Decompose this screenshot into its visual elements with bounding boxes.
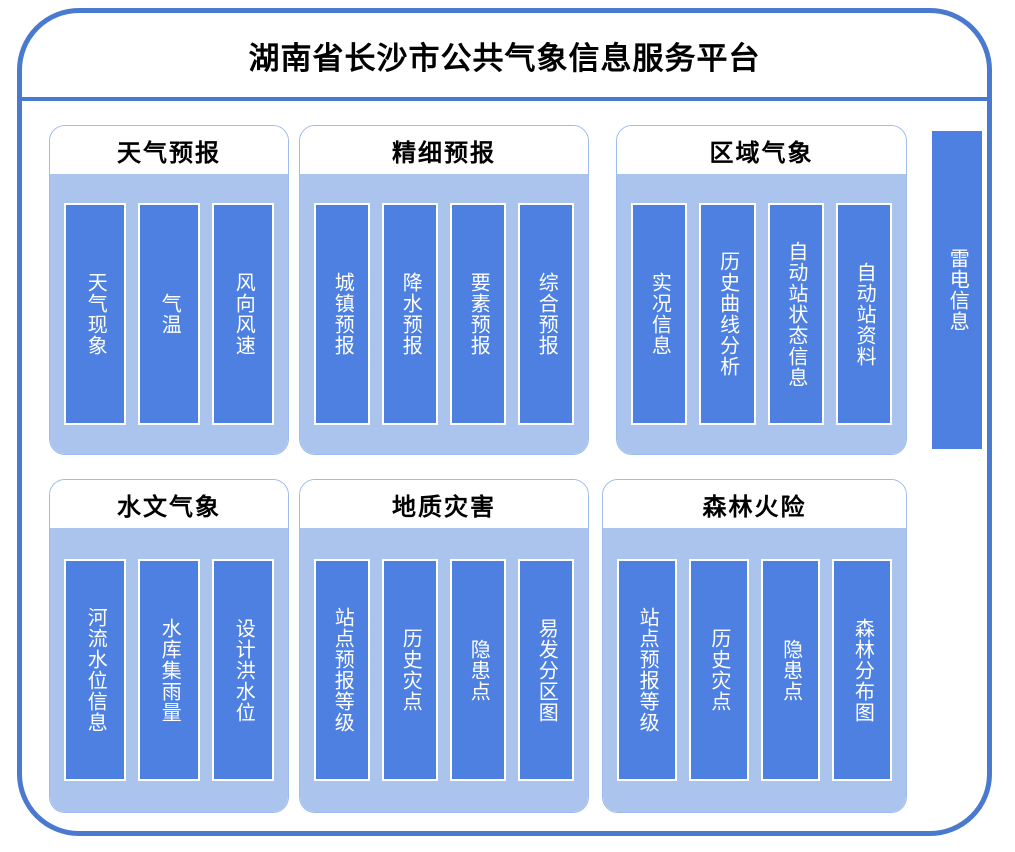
module-item-hazard-points[interactable]: 隐患点: [760, 559, 821, 781]
module-item-town-forecast[interactable]: 城镇预报: [314, 203, 370, 425]
page-title: 湖南省长沙市公共气象信息服务平台: [248, 40, 761, 76]
module-item-comprehensive-forecast[interactable]: 综合预报: [518, 203, 574, 425]
group-header-fine-forecast: 精细预报: [300, 126, 588, 174]
group-title: 森林火险: [702, 493, 807, 521]
module-item-weather-phenomena[interactable]: 天气现象: [64, 203, 126, 425]
module-item-forest-distribution-map[interactable]: 森林分布图: [832, 559, 892, 781]
module-item-reservoir-rainfall[interactable]: 水库集雨量: [138, 559, 200, 781]
module-item-river-water-level[interactable]: 河流水位信息: [64, 559, 126, 781]
group-body-regional-meteorology: 实况信息 历史曲线分析 自动站状态信息 自动站资料: [617, 174, 906, 454]
group-title: 地质灾害: [392, 493, 496, 521]
group-body-hydro-meteorology: 河流水位信息 水库集雨量 设计洪水位: [50, 528, 288, 812]
group-title: 水文气象: [117, 493, 221, 521]
module-item-element-forecast[interactable]: 要素预报: [450, 203, 506, 425]
group-header-regional-meteorology: 区域气象: [617, 126, 906, 174]
group-header-hydro-meteorology: 水文气象: [50, 480, 288, 528]
group-header-weather-forecast: 天气预报: [50, 126, 288, 174]
group-body-forest-fire-risk: 站点预报等级 历史灾点 隐患点 森林分布图: [603, 528, 906, 812]
module-item-station-forecast-level[interactable]: 站点预报等级: [617, 559, 677, 781]
group-title: 精细预报: [392, 139, 496, 167]
module-item-historical-disaster-points[interactable]: 历史灾点: [688, 559, 749, 781]
platform-frame: 湖南省长沙市公共气象信息服务平台 天气预报 天气现象 气温 风向风速 精细预报 …: [17, 8, 992, 836]
module-item-historical-disaster-points[interactable]: 历史灾点: [382, 559, 438, 781]
group-body-geological-hazard: 站点预报等级 历史灾点 隐患点 易发分区图: [300, 528, 588, 812]
module-item-susceptibility-zoning-map[interactable]: 易发分区图: [518, 559, 574, 781]
group-title: 区域气象: [709, 139, 814, 167]
platform-title-bar: 湖南省长沙市公共气象信息服务平台: [22, 13, 987, 101]
module-item-temperature[interactable]: 气温: [138, 203, 200, 425]
group-card-weather-forecast[interactable]: 天气预报 天气现象 气温 风向风速: [49, 125, 289, 455]
module-item-station-status-information[interactable]: 自动站状态信息: [767, 203, 824, 425]
group-body-fine-forecast: 城镇预报 降水预报 要素预报 综合预报: [300, 174, 588, 454]
group-card-geological-hazard[interactable]: 地质灾害 站点预报等级 历史灾点 隐患点 易发分区图: [299, 479, 589, 813]
group-body-weather-forecast: 天气现象 气温 风向风速: [50, 174, 288, 454]
module-item-precipitation-forecast[interactable]: 降水预报: [382, 203, 438, 425]
group-card-forest-fire-risk[interactable]: 森林火险 站点预报等级 历史灾点 隐患点 森林分布图: [602, 479, 907, 813]
module-item-lightning-information[interactable]: 雷电信息: [932, 131, 982, 449]
module-item-wind[interactable]: 风向风速: [212, 203, 274, 425]
group-card-regional-meteorology[interactable]: 区域气象 实况信息 历史曲线分析 自动站状态信息 自动站资料: [616, 125, 907, 455]
group-title: 天气预报: [117, 139, 221, 167]
group-header-forest-fire-risk: 森林火险: [603, 480, 906, 528]
group-header-geological-hazard: 地质灾害: [300, 480, 588, 528]
group-card-hydro-meteorology[interactable]: 水文气象 河流水位信息 水库集雨量 设计洪水位: [49, 479, 289, 813]
module-board: 天气预报 天气现象 气温 风向风速 精细预报 城镇预报 降水预报 要素预报 综合…: [22, 101, 987, 831]
module-item-history-curve-analysis[interactable]: 历史曲线分析: [699, 203, 756, 425]
module-item-station-data[interactable]: 自动站资料: [835, 203, 892, 425]
module-item-design-flood-level[interactable]: 设计洪水位: [212, 559, 274, 781]
module-item-hazard-points[interactable]: 隐患点: [450, 559, 506, 781]
module-item-station-forecast-level[interactable]: 站点预报等级: [314, 559, 370, 781]
module-item-live-information[interactable]: 实况信息: [631, 203, 688, 425]
group-card-fine-forecast[interactable]: 精细预报 城镇预报 降水预报 要素预报 综合预报: [299, 125, 589, 455]
